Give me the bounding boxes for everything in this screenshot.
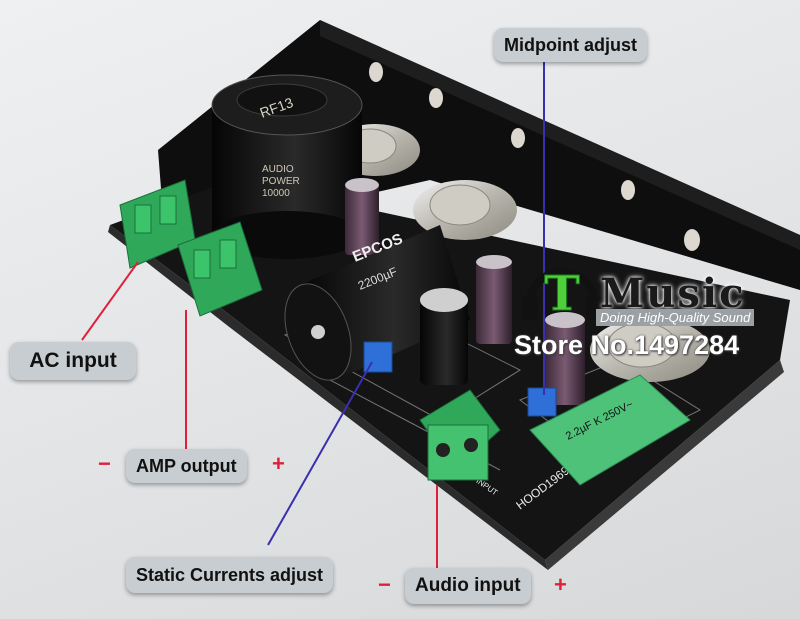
ac-input-pointer-line <box>81 261 139 341</box>
front-capacitor <box>420 288 468 385</box>
small-capacitors <box>345 178 585 405</box>
static-current-pointer-line <box>267 361 373 546</box>
ac-input-label: AC input <box>10 342 136 380</box>
amp-output-plus-sign: + <box>272 451 285 476</box>
logo-t-letter: T <box>544 266 580 322</box>
heatsink-holes <box>369 62 700 251</box>
film-capacitor: 2.2µF K 250V~ <box>529 374 691 486</box>
main-capacitor: RF13 AUDIO POWER 10000 <box>211 74 363 259</box>
amp-output-terminal-block <box>177 221 263 317</box>
audio-input-terminal-block <box>419 389 501 481</box>
svg-text:10000: 10000 <box>262 188 290 199</box>
headphone-logo-icon: T <box>522 266 602 322</box>
amp-output-minus-sign: − <box>98 451 111 476</box>
logo-tagline: Doing High-Quality Sound <box>596 309 755 326</box>
midpoint-adjust-label: Midpoint adjust <box>494 28 647 62</box>
store-number-text: Store No.1497284 <box>514 330 740 360</box>
midpoint-trimmer <box>527 387 557 417</box>
svg-text:POWER: POWER <box>262 176 300 187</box>
audio-input-minus-sign: − <box>378 572 391 597</box>
audio-input-label: Audio input <box>405 568 531 604</box>
amp-output-label: AMP output <box>126 449 247 483</box>
static-currents-adjust-label: Static Currents adjust <box>126 557 334 593</box>
audio-input-plus-sign: + <box>554 572 567 597</box>
ac-terminal-block <box>119 179 196 269</box>
svg-text:AUDIO: AUDIO <box>262 164 294 175</box>
